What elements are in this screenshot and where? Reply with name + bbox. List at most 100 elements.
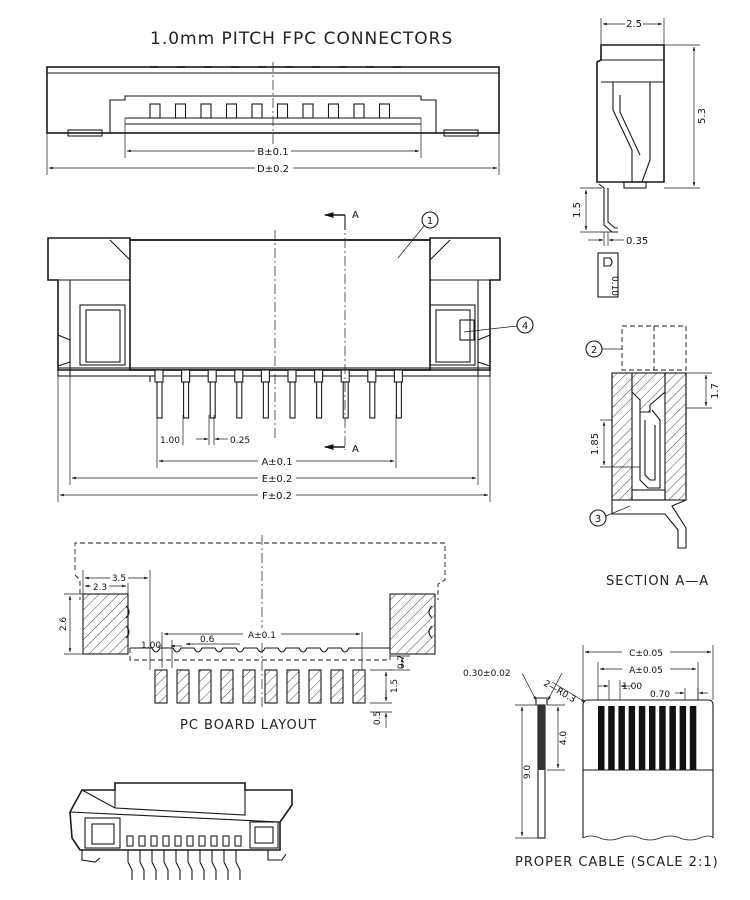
pcb-pad bbox=[308, 669, 322, 704]
section-label: SECTION A—A bbox=[606, 574, 709, 589]
side-width-label: 2.5 bbox=[626, 19, 642, 30]
balloon-1: 1 bbox=[427, 216, 433, 227]
iso-contact bbox=[150, 835, 158, 847]
cable-label: PROPER CABLE (SCALE 2:1) bbox=[515, 855, 719, 870]
cable-dim-90: 9.0 bbox=[523, 765, 533, 780]
iso-pin bbox=[163, 850, 169, 880]
front-contact bbox=[251, 103, 263, 119]
pin-base bbox=[260, 369, 270, 383]
dim-f-label: F±0.2 bbox=[262, 491, 292, 502]
front-contact bbox=[174, 103, 187, 119]
iso-pin bbox=[151, 850, 157, 880]
section-view: 2 1.7 1.85 3 SECTION A—A bbox=[585, 325, 721, 589]
dim-a-label: A±0.1 bbox=[261, 457, 292, 468]
balloon-3: 3 bbox=[595, 514, 601, 525]
cable-dim-070: 0.70 bbox=[650, 690, 670, 700]
iso-contact bbox=[138, 835, 146, 847]
iso-contact bbox=[198, 835, 206, 847]
pcb-contour bbox=[130, 647, 390, 653]
pin bbox=[342, 381, 349, 419]
pcb-pad bbox=[286, 669, 300, 704]
top-view: A A 1 4 1.00 0.25 A±0.1 E±0.2 bbox=[47, 210, 534, 502]
dim-d-label: D±0.2 bbox=[257, 164, 289, 175]
front-contact bbox=[327, 103, 340, 119]
pin-base bbox=[393, 369, 403, 383]
pin-width-label: 0.25 bbox=[230, 436, 250, 446]
front-contact bbox=[276, 103, 289, 119]
pcb-dim-15: 1.5 bbox=[390, 679, 400, 693]
front-contact bbox=[353, 103, 365, 119]
iso-contact bbox=[162, 835, 170, 847]
iso-contact bbox=[174, 835, 182, 847]
pcb-dim-100: 1.00 bbox=[141, 641, 161, 651]
drawing-title: 1.0mm PITCH FPC CONNECTORS bbox=[150, 29, 453, 49]
cable-dim-a: A±0.05 bbox=[629, 666, 663, 676]
pin bbox=[236, 381, 243, 419]
section-dim-2: 1.85 bbox=[590, 433, 601, 455]
cable-dim-40: 4.0 bbox=[559, 731, 569, 746]
pin bbox=[209, 381, 216, 419]
pcb-dim-35: 3.5 bbox=[112, 574, 126, 584]
pin-base bbox=[234, 369, 244, 383]
pcb-layout-label: PC BOARD LAYOUT bbox=[180, 718, 317, 733]
pin bbox=[262, 381, 269, 419]
iso-pin bbox=[199, 850, 205, 880]
pin bbox=[395, 381, 402, 419]
pcb-pad bbox=[330, 669, 344, 704]
pin bbox=[369, 381, 376, 419]
iso-contact bbox=[234, 835, 242, 847]
balloon-2: 2 bbox=[591, 345, 597, 356]
iso-pin bbox=[187, 850, 193, 880]
cable-trace bbox=[669, 706, 676, 770]
pin bbox=[156, 381, 163, 419]
pcb-dim-05: 0.5 bbox=[373, 711, 383, 725]
pin bbox=[289, 381, 296, 419]
cable-trace bbox=[628, 706, 636, 770]
iso-pin bbox=[223, 850, 229, 880]
cable-trace bbox=[618, 706, 625, 770]
pin-base bbox=[154, 369, 164, 383]
pcb-dim-07: 0.7 bbox=[397, 655, 407, 669]
cable-trace bbox=[689, 706, 697, 770]
iso-contact bbox=[222, 835, 230, 847]
cable-dim-c: C±0.05 bbox=[629, 649, 663, 659]
front-contact bbox=[302, 103, 314, 119]
contact-detail-label: 0.10 bbox=[609, 276, 619, 296]
cable-dim-100: 1.00 bbox=[622, 682, 642, 692]
pin-base bbox=[314, 369, 324, 383]
iso-contact bbox=[186, 835, 194, 847]
pcb-pad bbox=[352, 669, 366, 704]
cable-trace bbox=[608, 706, 615, 770]
cable-trace bbox=[638, 706, 646, 770]
iso-contact bbox=[126, 835, 134, 847]
iso-pin bbox=[127, 850, 133, 880]
section-marker-top: A bbox=[352, 210, 359, 221]
iso-pin bbox=[235, 850, 241, 880]
iso-pin bbox=[175, 850, 181, 880]
section-marker-bottom: A bbox=[352, 444, 359, 455]
iso-contact bbox=[210, 835, 218, 847]
cable-thickness-label: 0.30±0.02 bbox=[463, 669, 511, 679]
pin bbox=[183, 381, 190, 419]
pin-base bbox=[181, 369, 191, 383]
iso-pin bbox=[211, 850, 217, 880]
dim-b-label: B±0.1 bbox=[257, 147, 288, 158]
front-contact bbox=[378, 103, 391, 119]
side-view: 2.5 5.3 1.5 0.35 0.10 bbox=[572, 17, 708, 298]
pin-base bbox=[207, 369, 217, 383]
cable-trace bbox=[649, 706, 656, 770]
cable-trace bbox=[659, 706, 666, 770]
balloon-4: 4 bbox=[522, 321, 528, 332]
pin-base bbox=[367, 369, 377, 383]
front-view: B±0.1 D±0.2 bbox=[46, 62, 500, 175]
pcb-pad bbox=[176, 669, 190, 704]
isometric-view bbox=[69, 782, 293, 880]
pcb-dim-06: 0.6 bbox=[200, 635, 215, 645]
cable-trace bbox=[598, 706, 605, 770]
pin bbox=[316, 381, 323, 419]
pcb-pad bbox=[220, 669, 234, 704]
section-dim-1: 1.7 bbox=[710, 383, 721, 399]
cable-trace bbox=[679, 706, 687, 770]
pcb-dim-23: 2.3 bbox=[93, 583, 107, 593]
